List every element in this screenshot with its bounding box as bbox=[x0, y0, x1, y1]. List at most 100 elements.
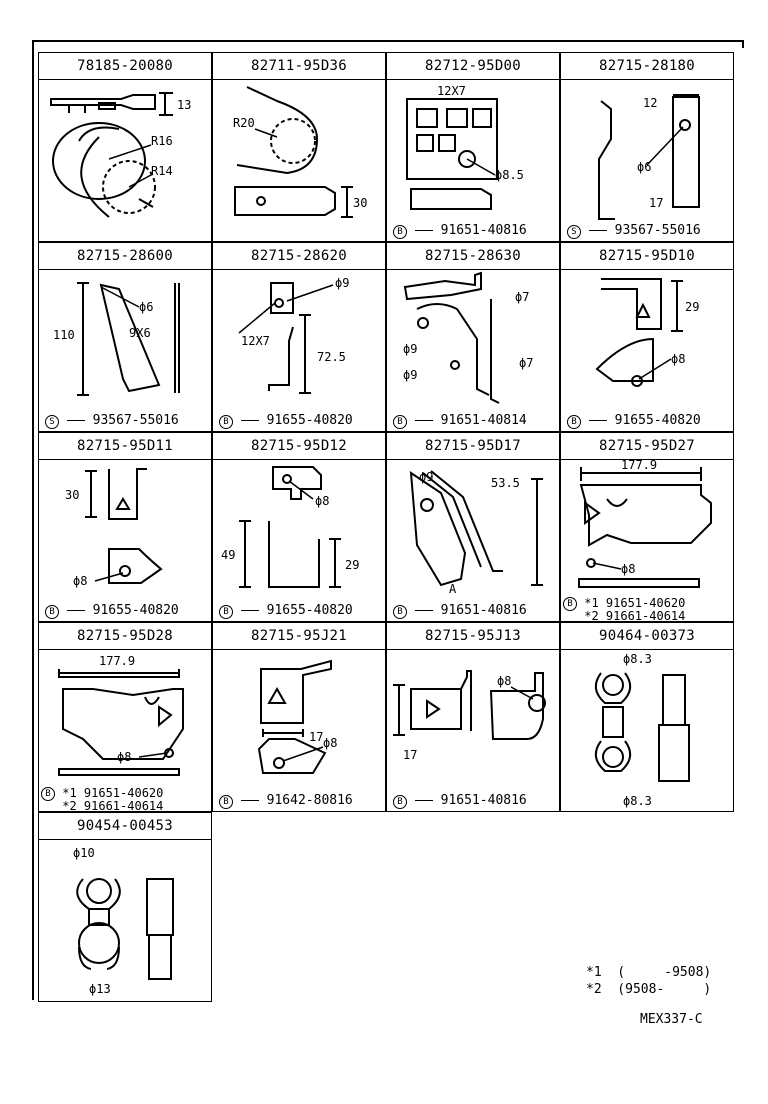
part-cell[interactable]: 82715-28620 ϕ9 12X7 72.5 B 91655-40820 bbox=[212, 242, 386, 432]
part-cell[interactable]: 82715-95J21 17 ϕ8 B 91642-80816 bbox=[212, 622, 386, 812]
dim-label: R14 bbox=[151, 164, 173, 178]
part-number: 82711-95D36 bbox=[213, 53, 385, 80]
bolt-ref: B 91651-40816 bbox=[393, 603, 527, 619]
part-number: 82715-95D28 bbox=[39, 623, 211, 650]
bolt-ref: B 91642-80816 bbox=[219, 793, 353, 809]
dim-label: ϕ7 bbox=[519, 356, 533, 370]
dim-label: R16 bbox=[151, 134, 173, 148]
part-drawing: ϕ8 49 29 bbox=[221, 466, 359, 588]
part-cell[interactable]: 78185-20080 13 R16 R14 bbox=[38, 52, 212, 242]
part-cell[interactable]: 82715-95D10 29 ϕ8 B 91655-40820 bbox=[560, 242, 734, 432]
part-number: 82712-95D00 bbox=[387, 53, 559, 80]
dim-label: ϕ10 bbox=[73, 846, 95, 860]
parts-row-1: 78185-20080 13 R16 R14 bbox=[38, 52, 736, 242]
bolt-ref: B *1 91651-40620 *2 91661-40614 bbox=[563, 597, 685, 623]
part-cell[interactable]: 90454-00453 ϕ10 ϕ13 bbox=[38, 812, 212, 1002]
dim-label: 17 bbox=[649, 196, 663, 210]
dim-label: ϕ8 bbox=[671, 352, 685, 366]
bolt-number: 91642-80816 bbox=[266, 793, 353, 808]
part-number: 82715-28600 bbox=[39, 243, 211, 270]
part-number: 82715-95D11 bbox=[39, 433, 211, 460]
footnote-2: *2 (9508- ) bbox=[586, 982, 712, 997]
dim-label: 29 bbox=[685, 300, 699, 314]
dim-label: 49 bbox=[221, 548, 235, 562]
footnote-1: *1 ( -9508) bbox=[586, 965, 712, 980]
part-drawing: 110 ϕ6 9X6 bbox=[53, 282, 180, 396]
part-cell[interactable]: 82715-95D11 30 ϕ8 B 91655-40820 bbox=[38, 432, 212, 622]
part-cell[interactable]: 82711-95D36 R20 30 bbox=[212, 52, 386, 242]
bolt-number: 91655-40820 bbox=[92, 603, 179, 618]
bolt-symbol: S bbox=[45, 415, 59, 429]
part-number: 82715-95D17 bbox=[387, 433, 559, 460]
bolt-number: 91651-40814 bbox=[440, 413, 527, 428]
part-drawing: 17 ϕ8 bbox=[257, 659, 337, 774]
bolt-ref: B *1 91651-40620 *2 91661-40614 bbox=[41, 787, 163, 813]
part-number: 90454-00453 bbox=[39, 813, 211, 840]
part-drawing: ϕ8 17 bbox=[393, 670, 546, 762]
dim-label: 12X7 bbox=[241, 334, 270, 348]
bolt-symbol: B bbox=[219, 415, 233, 429]
parts-row-5: 90454-00453 ϕ10 ϕ13 bbox=[38, 812, 736, 1002]
bolt-number: 91651-40816 bbox=[440, 223, 527, 238]
dim-label: ϕ8 bbox=[73, 574, 87, 588]
part-number: 82715-95D12 bbox=[213, 433, 385, 460]
bolt-symbol: B bbox=[219, 605, 233, 619]
frame-top-line bbox=[32, 40, 744, 42]
bolt-number: *2 91661-40614 bbox=[584, 609, 686, 623]
bolt-ref: B 91651-40816 bbox=[393, 793, 527, 809]
dim-label: ϕ9 bbox=[419, 470, 433, 484]
part-cell[interactable]: 82715-28630 ϕ7 ϕ9 ϕ9 ϕ7 B 91651-40814 bbox=[386, 242, 560, 432]
part-drawing: 177.9 ϕ8 bbox=[578, 459, 712, 588]
frame-right-tick bbox=[742, 40, 744, 48]
bolt-symbol: B bbox=[393, 415, 407, 429]
bolt-symbol: B bbox=[45, 605, 59, 619]
bolt-number: *2 91661-40614 bbox=[62, 799, 164, 813]
part-drawing: 29 ϕ8 bbox=[595, 278, 699, 387]
bolt-ref: B 91651-40814 bbox=[393, 413, 527, 429]
part-drawing: 30 ϕ8 bbox=[65, 468, 163, 588]
bolt-ref: S 93567-55016 bbox=[567, 223, 701, 239]
bolt-symbol: B bbox=[393, 605, 407, 619]
dim-label: ϕ8.3 bbox=[623, 794, 652, 808]
part-cell[interactable]: 82712-95D00 12X7 ϕ8.5 B 91651-40816 bbox=[386, 52, 560, 242]
part-drawing: 12X7 ϕ8.5 bbox=[406, 84, 524, 210]
dim-label: ϕ8 bbox=[497, 674, 511, 688]
part-cell[interactable]: 82715-28180 12 ϕ6 17 S 93567-55016 bbox=[560, 52, 734, 242]
dim-label: 17 bbox=[403, 748, 417, 762]
bolt-symbol: B bbox=[219, 795, 233, 809]
bolt-number: *1 91651-40620 bbox=[584, 596, 686, 610]
part-cell[interactable]: 82715-95J13 ϕ8 17 B 91651-40816 bbox=[386, 622, 560, 812]
parts-row-3: 82715-95D11 30 ϕ8 B 91655-40820 bbox=[38, 432, 736, 623]
part-cell[interactable]: 82715-95D17 ϕ9 53.5 A B 91651-40816 bbox=[386, 432, 560, 622]
part-cell[interactable]: 82715-95D12 ϕ8 49 29 B 91655-40820 bbox=[212, 432, 386, 622]
part-cell[interactable]: 82715-28600 110 ϕ6 9X6 S 93567-55016 bbox=[38, 242, 212, 432]
dim-label: R20 bbox=[233, 116, 255, 130]
part-drawing: 177.9 ϕ8 bbox=[58, 654, 184, 776]
dim-label: ϕ6 bbox=[637, 160, 651, 174]
part-cell[interactable]: 82715-95D27 177.9 ϕ8 B *1 91651-40620 bbox=[560, 432, 734, 623]
bolt-ref: B 91651-40816 bbox=[393, 223, 527, 239]
bolt-ref: B 91655-40820 bbox=[45, 603, 179, 619]
parts-row-2: 82715-28600 110 ϕ6 9X6 S 93567-55016 827… bbox=[38, 242, 736, 432]
bolt-ref: B 91655-40820 bbox=[219, 603, 353, 619]
part-number: 82715-95D27 bbox=[561, 433, 733, 460]
bolt-number: 91651-40816 bbox=[440, 603, 527, 618]
dim-label: ϕ8.5 bbox=[495, 168, 524, 182]
dim-label: 30 bbox=[353, 196, 367, 210]
dim-label: ϕ8 bbox=[117, 750, 131, 764]
dim-label: A bbox=[449, 582, 457, 596]
bolt-symbol: B bbox=[41, 787, 55, 801]
dim-label: ϕ8.3 bbox=[623, 652, 652, 666]
dim-label: 12 bbox=[643, 96, 657, 110]
part-cell[interactable]: 90464-00373 ϕ8.3 ϕ8.3 bbox=[560, 622, 734, 812]
bolt-number: 93567-55016 bbox=[614, 223, 701, 238]
bolt-ref: B 91655-40820 bbox=[567, 413, 701, 429]
dim-label: ϕ8 bbox=[621, 562, 635, 576]
dim-label: 110 bbox=[53, 328, 75, 342]
frame-left-line bbox=[32, 40, 34, 1000]
dim-label: ϕ9 bbox=[403, 368, 417, 382]
dim-label: 17 bbox=[309, 730, 323, 744]
dim-label: 53.5 bbox=[491, 476, 520, 490]
part-number: 82715-95J21 bbox=[213, 623, 385, 650]
part-cell[interactable]: 82715-95D28 177.9 ϕ8 B *1 91651-40620 bbox=[38, 622, 212, 813]
